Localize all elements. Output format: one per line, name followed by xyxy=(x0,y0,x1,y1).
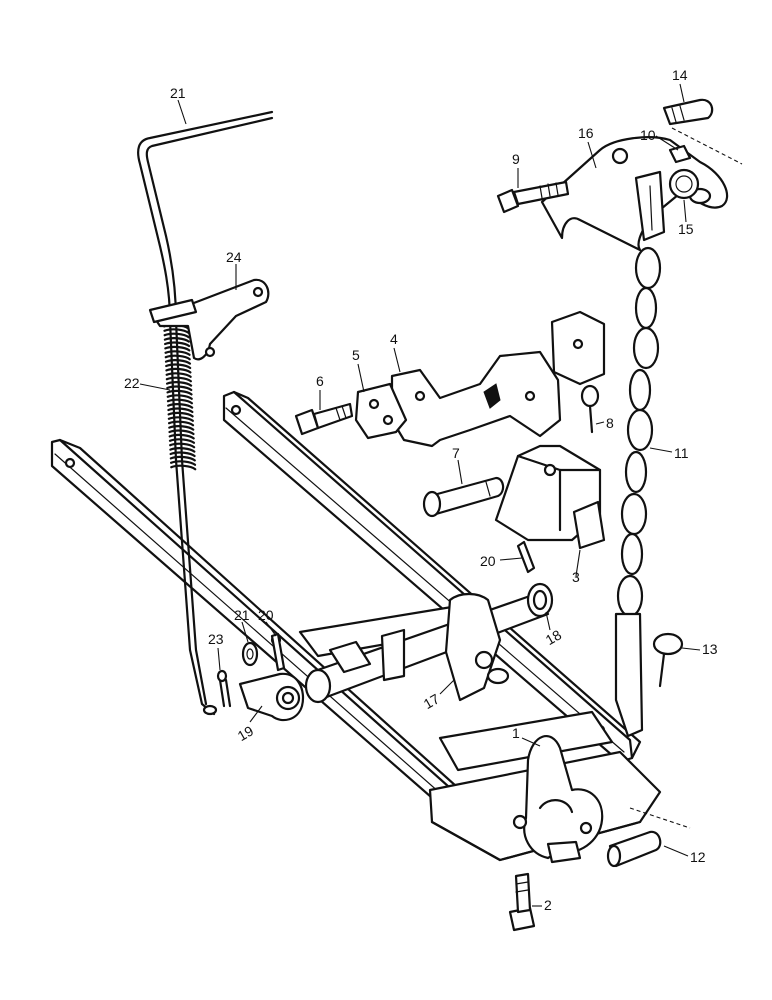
spring-coil xyxy=(169,455,196,462)
callout-22: 21 xyxy=(234,607,250,623)
callout-25: 24 xyxy=(226,249,242,265)
callout-5: 5 xyxy=(352,347,360,363)
spring-coil xyxy=(164,341,191,348)
spring-coil xyxy=(167,407,194,414)
spring-coil xyxy=(167,420,195,427)
callout-21: 21 xyxy=(170,85,186,101)
callout-2: 2 xyxy=(544,897,552,913)
callout-24: 22 xyxy=(124,375,140,391)
hitch-hook xyxy=(512,735,604,864)
spring-coil xyxy=(165,381,193,387)
callout-12: 12 xyxy=(690,849,706,865)
bracket-4 xyxy=(390,310,606,448)
spring-coil xyxy=(167,403,194,409)
spring-coil xyxy=(166,385,193,392)
spring-coil xyxy=(167,411,194,418)
callout-leaders xyxy=(139,83,701,907)
callout-23: 23 xyxy=(208,631,224,647)
callout-19: 19 xyxy=(235,722,257,744)
callout-9: 9 xyxy=(512,151,520,167)
spring-pin-20-lower xyxy=(270,632,286,672)
callout-10: 10 xyxy=(640,127,656,143)
spring-coil xyxy=(165,363,192,370)
ratchet-wheel xyxy=(668,168,700,200)
link-plate xyxy=(354,382,408,440)
spring-pin-20-upper xyxy=(516,540,536,574)
callout-6: 6 xyxy=(316,373,324,389)
chain xyxy=(614,170,666,738)
pin-12 xyxy=(606,807,691,868)
spring-coil xyxy=(166,394,193,400)
spring-coil xyxy=(166,398,194,405)
lever-arm xyxy=(238,672,305,722)
spring-coil xyxy=(165,372,192,378)
mounting-plate xyxy=(148,278,270,361)
spring-coil xyxy=(165,376,192,383)
spring-coil xyxy=(164,345,191,352)
bolt-14 xyxy=(662,98,743,165)
callout-20-upper: 20 xyxy=(480,553,496,569)
spring-coil xyxy=(169,447,196,453)
spring-coil xyxy=(165,367,192,374)
spring-coil xyxy=(166,389,193,396)
washer-22 xyxy=(241,641,259,667)
bolt-2 xyxy=(508,872,536,932)
callout-4: 4 xyxy=(390,331,398,347)
callout-14: 14 xyxy=(672,67,688,83)
callout-20-lower: 20 xyxy=(258,607,274,623)
pin-7 xyxy=(422,476,505,518)
ring-pin-13 xyxy=(652,632,684,688)
callout-17: 17 xyxy=(421,690,443,712)
spring-coil xyxy=(167,416,194,422)
spring-coil xyxy=(164,354,191,361)
spring-coil xyxy=(163,337,190,343)
nut-10 xyxy=(668,144,692,164)
split-pin-23 xyxy=(216,669,232,708)
callout-11: 11 xyxy=(674,445,689,461)
spring-coil xyxy=(170,464,197,471)
callout-18: 18 xyxy=(543,626,565,648)
spring-coil xyxy=(164,350,191,356)
callout-7: 7 xyxy=(452,445,460,461)
bolt-6 xyxy=(294,402,354,436)
callout-8: 8 xyxy=(606,415,614,431)
bolt-9 xyxy=(496,180,570,214)
spring-coil xyxy=(168,429,195,436)
callout-15: 15 xyxy=(678,221,694,237)
clevis-block xyxy=(494,444,606,550)
upper-bracket xyxy=(540,136,729,252)
ring-pin-8 xyxy=(580,384,600,434)
callout-16: 16 xyxy=(578,125,594,141)
callout-1: 1 xyxy=(512,725,520,741)
spring-coil xyxy=(169,442,196,449)
spring-coil xyxy=(169,451,196,458)
spring-coil xyxy=(169,460,197,466)
spring-coil xyxy=(168,438,196,444)
spring-coil xyxy=(164,359,192,365)
spring-coil xyxy=(168,425,195,431)
callout-13: 13 xyxy=(702,641,718,657)
spring-coil xyxy=(168,433,195,440)
shaft-support-bracket xyxy=(380,592,510,702)
spring-coil xyxy=(163,332,190,339)
callout-labels: 21 24 22 6 5 4 7 8 9 10 11 12 13 14 15 1… xyxy=(124,67,718,913)
spring-coil xyxy=(163,328,190,334)
callout-3: 3 xyxy=(572,569,580,585)
